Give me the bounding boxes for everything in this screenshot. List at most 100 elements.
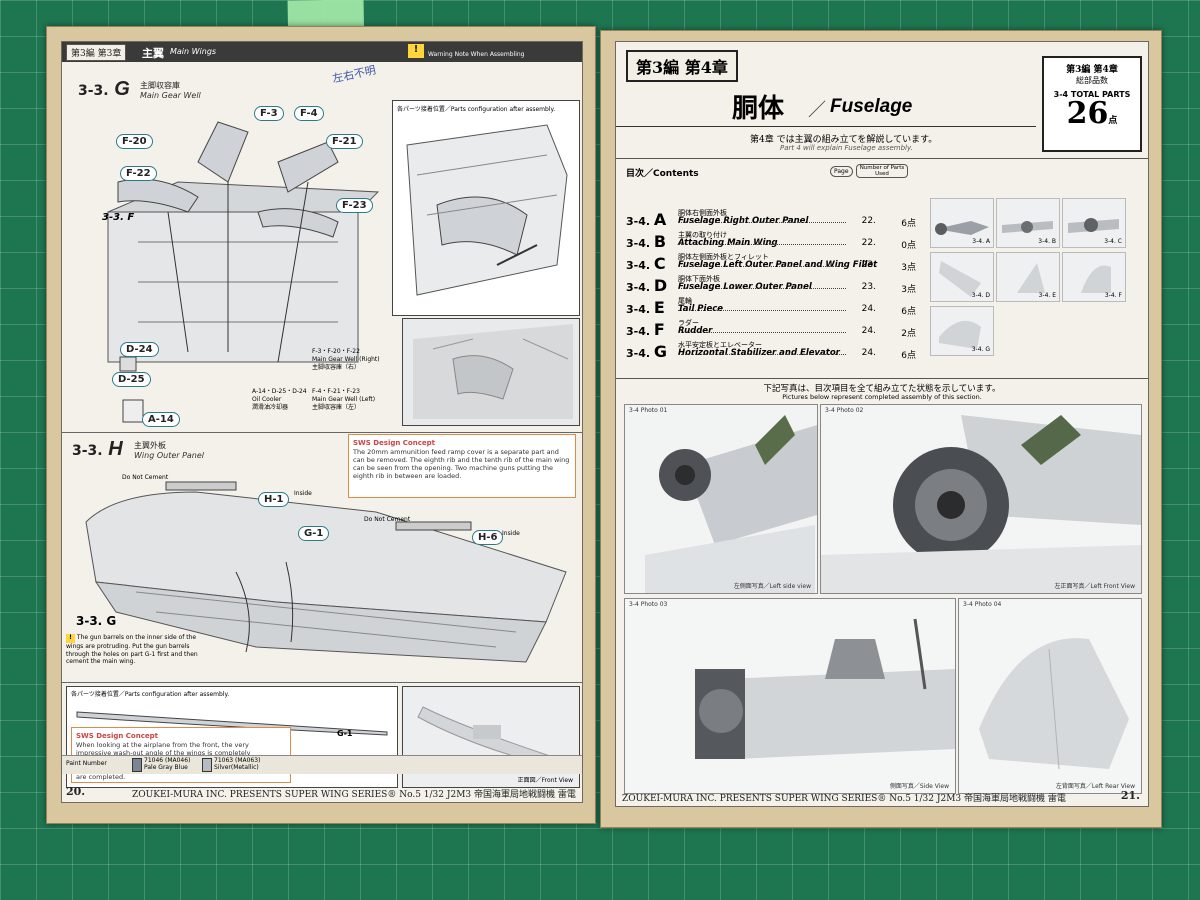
warning-icon: ! [66, 634, 75, 643]
contents-row-page: 23. [861, 260, 876, 270]
contents-row-page: 24. [861, 326, 876, 336]
total-parts-box: 第3編 第4章 総部品数 3-4 TOTAL PARTS 26点 [1042, 56, 1142, 152]
contents-row-en: Horizontal Stabilizer and Elevator [678, 348, 840, 358]
contents-row-en: Attaching Main Wing [678, 238, 778, 248]
inside-label: Inside [294, 490, 312, 497]
section-divider [616, 378, 1148, 379]
page-number: 21. [1120, 789, 1140, 802]
left-page: 第3編 第3章 主翼 Main Wings ! Warning Note Whe… [46, 26, 596, 824]
do-not-cement-label: Do Not Cement [364, 516, 411, 523]
parts-config-panel: 各パーツ接着位置／Parts configuration after assem… [392, 100, 580, 316]
contents-row-id: 3-4. E [626, 298, 665, 317]
contents-row-jp: 主翼の取り付け [678, 231, 727, 239]
part-label: H-1 [258, 492, 290, 507]
warning-icon: ! [408, 44, 424, 58]
contents-row-jp: ラダー [678, 319, 699, 327]
contents-row-jp: 胴体下面外板 [678, 275, 720, 283]
contents-row-page: 24. [861, 348, 876, 358]
part-label: F-20 [116, 134, 153, 149]
title-rule [616, 126, 1036, 127]
thumbnail: 3-4. D [930, 252, 994, 302]
contents-row-page: 22. [861, 238, 876, 248]
page-title-en: Fuselage [830, 96, 913, 117]
header-title-jp: 主翼 [142, 47, 164, 60]
contents-row-id: 3-4. B [626, 232, 667, 251]
contents-row-en: Fuselage Right Outer Panel [678, 216, 809, 226]
contents-row-id: 3-4. G [626, 342, 668, 361]
contents-row-page: 24. [861, 304, 876, 314]
part-label: H-6 [472, 530, 504, 545]
contents-row-id: 3-4. D [626, 276, 668, 295]
total-parts-value: 26 [1066, 96, 1109, 131]
title-separator: ／ [808, 100, 826, 121]
contents-row-page: 23. [861, 282, 876, 292]
contents-row-jp: 胴体左側面外板とフィレット [678, 253, 769, 261]
paint-legend: Paint Number 71046 (MA046) Pale Gray Blu… [62, 755, 582, 774]
contents-row-parts: 3点 [901, 263, 916, 273]
section-divider [62, 432, 582, 433]
contents-row-id: 3-4. A [626, 210, 667, 229]
part-label: G-1 [298, 526, 330, 541]
warning-label: Warning Note When Assembling [428, 51, 525, 58]
ref-g-label: 3-3. G [76, 614, 117, 628]
thumbnail: 3-4. F [1062, 252, 1126, 302]
right-page: 第3編 第4章 胴体 ／ Fuselage 第4章 では主翼の組み立てを解説して… [600, 30, 1162, 828]
part-label: D-25 [112, 372, 151, 387]
thumbnail-grid: 3-4. A 3-4. B 3-4. C 3-4. D 3-4. E 3-4. … [930, 198, 1126, 358]
photos-title-en: Pictures below represent completed assem… [782, 393, 982, 401]
section-divider [62, 682, 582, 683]
contents-row-parts: 3点 [901, 285, 916, 295]
part-label: G-1 [337, 729, 353, 738]
left-header-bar: 第3編 第3章 主翼 Main Wings ! Warning Note Whe… [62, 42, 582, 62]
paint-bottle-icon [202, 758, 212, 772]
ref-f-label: 3-3. F [102, 212, 135, 223]
contents-row-parts: 6点 [901, 307, 916, 317]
contents-row-parts: 2点 [901, 329, 916, 339]
part-label: F-23 [336, 198, 373, 213]
header-title-en: Main Wings [170, 47, 217, 56]
contents-row-parts: 0点 [901, 241, 916, 251]
part-label: F-4 [294, 106, 324, 121]
part-label: F-3 [254, 106, 284, 121]
contents-row-en: Fuselage Left Outer Panel and Wing Fille… [678, 260, 878, 270]
chapter-tag: 第3編 第3章 [66, 44, 127, 61]
contents-row-parts: 6点 [901, 219, 916, 229]
section-divider [616, 158, 1148, 159]
thumbnail: 3-4. B [996, 198, 1060, 248]
part-label: D-24 [120, 342, 159, 357]
wing-outer-panel-diagram [85, 481, 567, 663]
legend-right-gear: F-3・F-20・F-22 Main Gear Well (Right) 主脚収… [312, 348, 380, 371]
thumbnail: 3-4. E [996, 252, 1060, 302]
intro-jp: 第4章 では主翼の組み立てを解説しています。 [750, 135, 938, 145]
contents-title: 目次／Contents [626, 169, 699, 179]
photo-left-front: 3-4 Photo 02 左正面写真／Left Front View [820, 404, 1142, 594]
intro-en: Part 4 will explain Fuselage assembly. [780, 144, 913, 152]
contents-row-jp: 水平安定板とエレベーター [678, 341, 762, 349]
contents-row-page: 22. [861, 216, 876, 226]
chapter-tag: 第3編 第4章 [626, 50, 738, 82]
contents-row-en: Tail Piece [678, 304, 724, 314]
photo-left-side: 3-4 Photo 01 左側面写真／Left side view [624, 404, 818, 594]
do-not-cement-label: Do Not Cement [122, 474, 169, 481]
handwritten-note: 左右不明 [331, 63, 377, 86]
contents-row-jp: 尾輪 [678, 297, 692, 305]
contents-row-id: 3-4. F [626, 320, 665, 339]
section-3-3-g-heading: 3-3. G [78, 78, 130, 100]
gear-well-photo [402, 318, 580, 426]
part-label: F-21 [326, 134, 363, 149]
photos-title-jp: 下記写真は、目次項目を全て組み立てた状態を示しています。 [763, 384, 1001, 394]
contents-row-parts: 6点 [901, 351, 916, 361]
section-g-label: 主脚収容庫 Main Gear Well [140, 81, 201, 100]
thumbnail: 3-4. C [1062, 198, 1126, 248]
page-number: 20. [66, 785, 86, 798]
contents-row-jp: 胴体右側面外板 [678, 209, 727, 217]
part-label: F-22 [120, 166, 157, 181]
section-h-label: 主翼外板 Wing Outer Panel [134, 441, 205, 460]
legend-oil-cooler: A-14・D-25・D-24 Oil Cooler 潤滑油冷却器 [252, 388, 307, 411]
part-label: A-14 [142, 412, 180, 427]
